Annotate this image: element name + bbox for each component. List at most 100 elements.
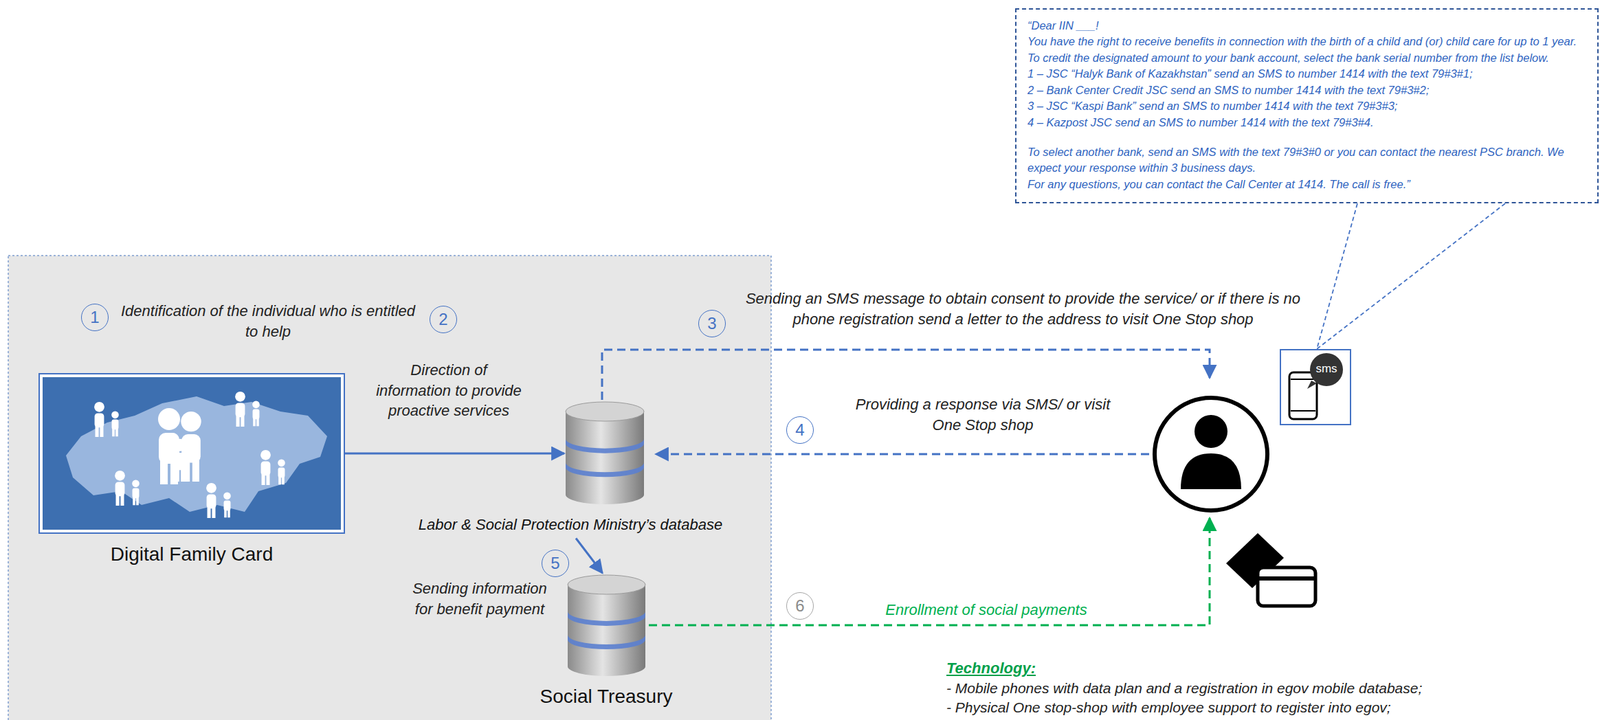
graphic-part [281,476,285,486]
flow-arrow [345,452,565,455]
graphic-part [235,391,246,403]
graphic-part [1259,576,1315,581]
graphic-part [235,403,246,418]
graphic-part [265,474,270,486]
graphic-part [131,480,140,488]
graphic-part [1290,378,1316,381]
graphic-part [116,494,120,506]
graphic-part [261,474,266,486]
database-cylinder [566,574,647,678]
graphic-part [567,657,646,677]
graphic-part [206,494,217,510]
graphic-part [240,415,244,427]
graphic-part [278,476,282,486]
graphic-part [224,500,231,511]
message-line: 1 – JSC “Halyk Bank of Kazakhstan” send … [1027,65,1587,82]
graphic-part [1289,372,1317,420]
graphic-part [1180,453,1242,490]
graphic-part [223,492,231,501]
graphic-part [567,611,646,627]
graphic-part [174,452,187,471]
graphic-part [252,401,260,409]
graphic-part [192,459,200,482]
graphic-part [120,494,124,506]
graphic-part [565,439,644,454]
callout-number: 6 [786,592,814,620]
graphic-part [567,575,646,595]
message-line: 4 – Kazpost JSC send an SMS to number 14… [1027,114,1587,131]
phone-node: sms [1279,349,1352,426]
graphic-part [112,428,115,438]
graphic-part [180,411,201,432]
person-icon [1154,397,1268,511]
graphic-part [252,418,256,427]
graphic-part [94,391,286,519]
graphic-part [565,410,644,495]
message-line: To select another bank, send an SMS with… [1027,144,1587,177]
graphic-part [1257,567,1316,607]
card-icon [1226,533,1316,607]
callout-number: 4 [786,416,814,444]
flow-arrow [575,538,603,574]
graphic-part [261,461,271,477]
graphic-part [236,415,240,427]
consent-arrow [602,349,1210,400]
graphic-part [567,635,646,650]
graphic-part [211,507,216,519]
graphic-part [1290,410,1316,412]
database-cylinder [564,401,646,506]
callout-pointer [1316,203,1506,350]
graphic-part [95,426,99,438]
step-label: Enrollment of social payments [855,600,1117,621]
database-node: Social Treasury [566,574,647,678]
graphic-part [132,487,140,499]
graphic-part [99,426,104,438]
edge-label: Direction of information to provide proa… [373,360,525,422]
graphic-part [158,408,181,431]
graphic-part [565,485,644,505]
message-line: For any questions, you can contact the C… [1027,176,1587,193]
graphic-part [42,377,341,530]
message-line: “Dear IIN ___! [1027,17,1587,34]
graphic-part [207,507,211,519]
graphic-part [111,411,119,420]
graphic-part [567,584,646,667]
graphic-part [94,402,105,413]
graphic-part [115,428,119,438]
sms-callout: “Dear IIN ___!You have the right to rece… [1015,8,1599,204]
phone-icon [1279,349,1352,426]
callout-number: 3 [698,309,726,338]
graphic-part [112,419,119,430]
graphic-part [256,418,260,427]
step-label: Providing a response via SMS/ or visit O… [852,394,1114,436]
step-label: - Physical One stop-shop with employee s… [946,698,1593,718]
graphic-part [1280,349,1351,425]
graphic-part [94,413,105,429]
graphic-part [65,396,328,513]
graphic-part [1194,415,1228,449]
graphic-part [224,509,227,519]
graphic-part [277,459,286,468]
graphic-part [1154,397,1268,511]
step-label: Technology: [946,658,1222,680]
graphic-part [175,468,180,482]
graphic-part [160,460,168,485]
payment-arrow [648,518,1210,626]
message-line: 2 – Bank Center Credit JSC send an SMS t… [1027,82,1587,99]
graphic-part [1309,353,1343,387]
callout-number: 2 [429,305,458,334]
node-heading: Digital Family Card [10,542,373,567]
step-label: Sending information for benefit payment [404,578,556,620]
sms-bubble-text: sms [1309,360,1343,378]
node-heading: Social Treasury [468,684,744,709]
node-heading: Labor & Social Protection Ministry’s dat… [350,515,791,535]
family-card-node: Digital Family Card [38,373,346,535]
graphic-part [180,468,185,482]
callout-number: 1 [81,303,109,332]
graphic-part [39,373,345,534]
family-map-picture [38,373,346,535]
graphic-part [115,482,126,497]
graphic-part [227,509,231,519]
database-node: Labor & Social Protection Ministry’s dat… [564,401,646,506]
message-line: You have the right to receive benefits i… [1027,33,1587,50]
